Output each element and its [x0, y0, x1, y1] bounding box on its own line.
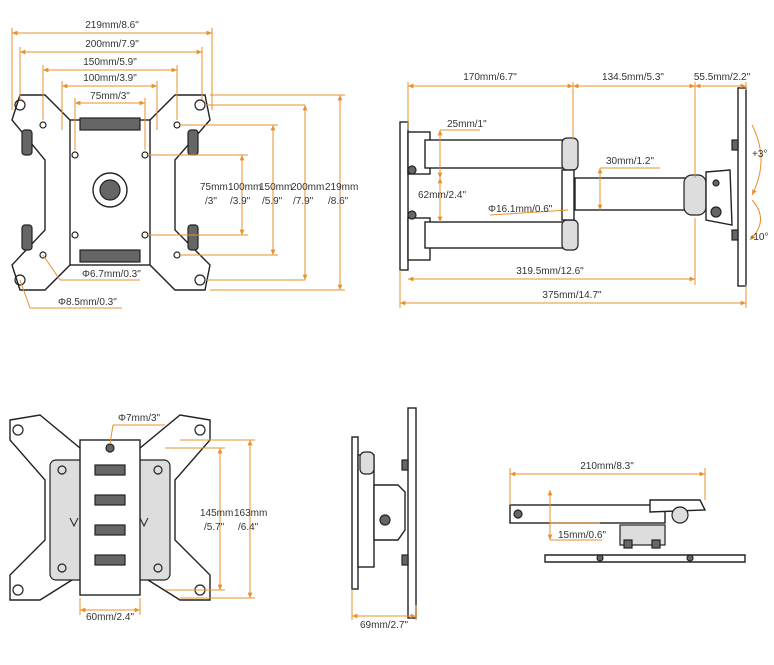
dim-219-height-in: /8.6" — [328, 196, 349, 207]
dim-top-length: 210mm/8.3" — [580, 461, 634, 472]
dim-150-height-in: /5.9" — [262, 196, 283, 207]
dim-top-thickness: 15mm/0.6" — [558, 530, 606, 541]
dim-pin: Φ16.1mm/0.6" — [488, 204, 553, 215]
dim-75-width: 75mm/3" — [90, 91, 130, 102]
dim-163: 163mm — [234, 508, 267, 519]
side-view: 170mm/6.7" 134.5mm/5.3" 55.5mm/2.2" 319.… — [399, 72, 768, 308]
front-view: 219mm/8.6" 200mm/7.9" 150mm/5.9" 100mm/3… — [11, 20, 358, 309]
hole-small-label: Φ6.7mm/0.3" — [82, 269, 141, 280]
dim-total-inner: 319.5mm/12.6" — [516, 266, 584, 277]
dim-219-width: 219mm/8.6" — [85, 20, 139, 31]
dim-total: 375mm/14.7" — [542, 290, 602, 301]
dim-arm2: 134.5mm/5.3" — [602, 72, 664, 83]
dim-145-in: /5.7" — [204, 522, 225, 533]
hole-callouts: Φ6.7mm/0.3" Φ8.5mm/0.3" — [19, 254, 141, 309]
dim-100-height: 100mm — [228, 182, 261, 193]
folded-view: 69mm/2.7" — [351, 407, 417, 631]
dim-arm2-height: 30mm/1.2" — [606, 156, 654, 167]
dim-arm1: 170mm/6.7" — [463, 72, 517, 83]
dim-gap: 62mm/2.4" — [418, 190, 466, 201]
dim-219-height: 219mm — [325, 182, 358, 193]
dim-150-height: 150mm — [259, 182, 292, 193]
vesa-plate — [11, 94, 211, 291]
dim-200-height-in: /7.9" — [293, 196, 314, 207]
dim-163-in: /6.4" — [238, 522, 259, 533]
front-horizontal-dims: 219mm/8.6" 200mm/7.9" 150mm/5.9" 100mm/3… — [11, 20, 213, 150]
dim-plate-depth: 55.5mm/2.2" — [694, 72, 751, 83]
dim-100-height-in: /3.9" — [230, 196, 251, 207]
wall-plate — [9, 414, 211, 601]
dim-200-width: 200mm/7.9" — [85, 39, 139, 50]
dim-75-height-in: /3" — [205, 196, 217, 207]
top-view: 210mm/8.3" 15mm/0.6" — [509, 461, 746, 563]
arm-assembly — [399, 87, 747, 287]
dim-145: 145mm — [200, 508, 233, 519]
dim-150-width: 150mm/5.9" — [83, 57, 137, 68]
front-vertical-dims: 75mm /3" 100mm /3.9" 150mm /5.9" 200mm /… — [148, 94, 358, 291]
hole-large-label: Φ8.5mm/0.3" — [58, 297, 117, 308]
dim-tube-height: 25mm/1" — [447, 119, 487, 130]
dim-200-height: 200mm — [291, 182, 324, 193]
tilt-up-label: +3° — [752, 149, 767, 160]
dim-100-width: 100mm/3.9" — [83, 73, 137, 84]
dim-60: 60mm/2.4" — [86, 612, 134, 623]
wall-plate-view: Φ7mm/3" 145mm /5.7" 163mm /6.4" 60mm/2.4… — [9, 413, 267, 623]
wall-hole-label: Φ7mm/3" — [118, 413, 161, 424]
dim-75-height: 75mm — [200, 182, 228, 193]
tilt-down-label: -10° — [750, 232, 768, 243]
dim-folded-depth: 69mm/2.7" — [360, 620, 408, 631]
